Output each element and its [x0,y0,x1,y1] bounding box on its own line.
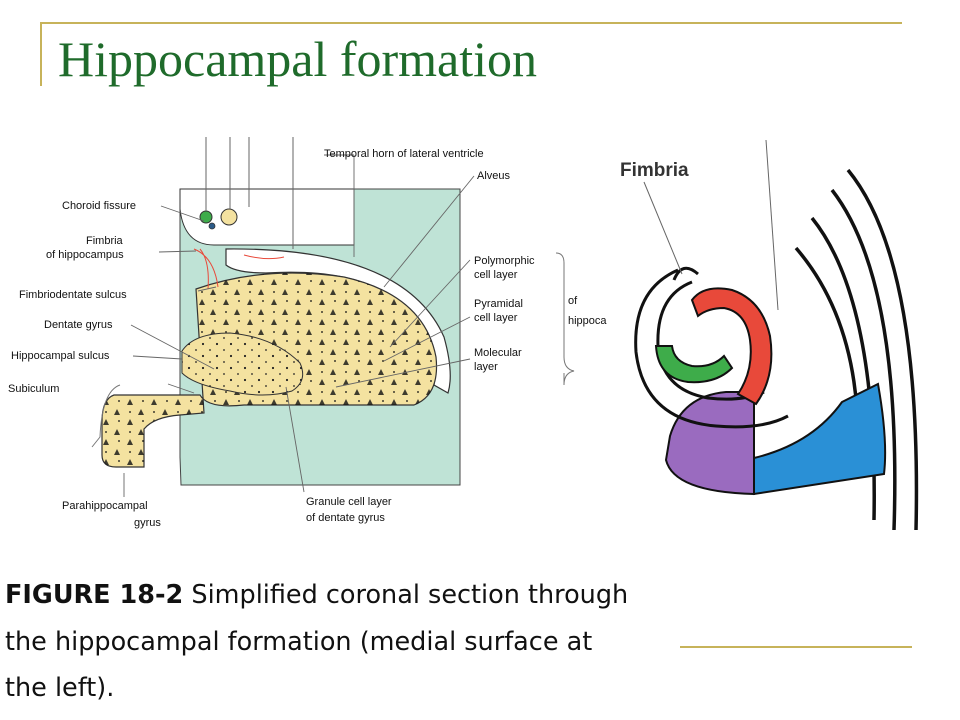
top-leader-lines [205,137,294,249]
leader-lines [123,154,475,497]
fimbria-strands [193,248,285,290]
label-fimbria-2: of hippocampus [46,249,124,261]
purple-segment [664,391,755,496]
caption-line-3: the left). [5,673,115,703]
label-hippoca: hippoca [568,315,607,327]
choroid-structure [179,188,355,246]
label-polymorphic-1: Polymorphic [474,255,535,267]
label-fimbria-1: Fimbria [86,235,124,247]
label-molecular-2: layer [474,361,498,373]
label-molecular-1: Molecular [474,347,522,359]
label-polymorphic-2: cell layer [474,269,518,281]
green-stripe [654,345,734,384]
fimbria-bump [672,266,699,281]
title-accent-rule-vertical [40,22,42,86]
label-subiculum: Subiculum [8,383,59,395]
caption-line-2: the hippocampal formation (medial surfac… [5,626,593,657]
title-accent-rule [40,22,902,24]
label-alveus: Alveus [477,170,511,182]
caption-line-1: FIGURE 18-2 Simplified coronal section t… [5,572,675,619]
label-granule-2: of dentate gyrus [306,512,385,524]
label-dentate-gyrus: Dentate gyrus [44,319,113,331]
inner-c-outline [656,280,765,401]
label-parahippocampal-1: Parahippocampal [62,500,148,512]
caption-line-1-text: Simplified coronal section through [183,580,629,610]
label-granule-1: Granule cell layer [306,496,392,508]
slide-title: Hippocampal formation [58,31,538,87]
coronal-section-diagram: Temporal horn of lateral ventricle Alveu… [4,137,620,530]
blue-segment [753,382,887,496]
choroid-circle-green [199,210,213,224]
label-parahippocampal-2: gyrus [134,517,161,529]
outer-c-outline [634,268,789,429]
label-temporal-horn: Temporal horn of lateral ventricle [324,148,484,160]
figure-label: FIGURE 18-2 [5,580,184,610]
label-of: of [568,295,578,307]
label-pyramidal-1: Pyramidal [474,298,523,310]
label-pyramidal-2: cell layer [474,312,518,324]
choroid-circle-yellow [220,208,238,226]
choroid-circle-small [208,222,216,230]
schematic-diagram: Fimbria [612,140,926,530]
figure-caption: FIGURE 18-2 Simplified coronal section t… [5,572,675,712]
label-choroid-fissure: Choroid fissure [62,200,136,212]
label-fimbria-right: Fimbria [620,160,689,181]
bottom-accent-rule [680,646,912,648]
red-stripe [690,287,773,406]
subiculum-bracket [91,384,121,448]
label-hippocampal-sulcus: Hippocampal sulcus [11,350,110,362]
label-fimbriodentate: Fimbriodentate sulcus [19,289,127,301]
layer-bracket [555,252,575,386]
